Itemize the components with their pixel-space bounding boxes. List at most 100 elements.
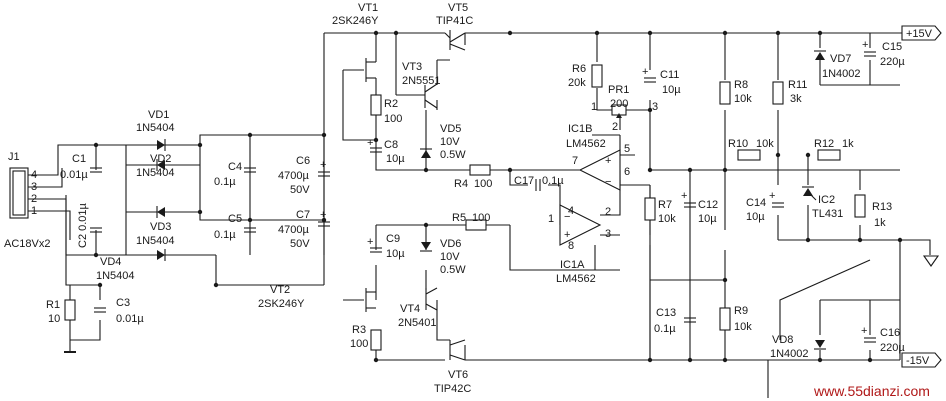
resistor-r3: R3 100 [350, 324, 382, 351]
c14-ref: C14 [746, 197, 766, 209]
c4-ref: C4 [228, 161, 242, 173]
r9-value: 10k [734, 321, 752, 333]
capacitor-c3: C3 0.01µ [94, 297, 144, 325]
ground-symbol-right [922, 255, 940, 267]
pr1-ref: PR1 [608, 84, 629, 96]
vt4-ref: VT4 [400, 303, 420, 315]
ic1a-value: LM4562 [556, 273, 596, 285]
ic1a-plus: + [564, 229, 570, 241]
capacitor-c17: C17 0.1µ [514, 175, 564, 191]
ic1a-ref: IC1A [560, 259, 585, 271]
ic1a-pin-8: 8 [568, 240, 574, 252]
vd6-power: 0.5W [440, 264, 466, 276]
capacitor-c14: + C14 10µ [746, 190, 784, 223]
r10-ref: R10 [728, 138, 748, 150]
resistor-r9: R9 10k [719, 305, 752, 333]
opamp-ic1a: − + 4 8 1 2 3 IC1A LM4562 [548, 204, 611, 285]
resistor-r4: R4 100 [454, 164, 492, 190]
j1-ref: J1 [8, 151, 20, 163]
vt5-value: TIP41C [436, 15, 473, 27]
r7-ref: R7 [658, 199, 672, 211]
capacitor-c12: + C12 10µ [681, 190, 718, 225]
ic1b-pin-6: 6 [624, 166, 630, 178]
resistor-r8: R8 10k [719, 79, 752, 105]
r6-value: 20k [568, 77, 586, 89]
vd7-value: 1N4002 [822, 68, 861, 80]
ic1a-pin-4: 4 [568, 205, 574, 217]
resistor-r10: R10 10k [728, 138, 774, 161]
r6-ref: R6 [572, 63, 586, 75]
r7-value: 10k [658, 213, 676, 225]
capacitor-c15: + C15 220µ [862, 39, 905, 68]
r12-ref: R12 [814, 138, 834, 150]
input-voltage-label: AC18Vx2 [4, 238, 50, 250]
j1-pin-3: 3 [31, 181, 37, 193]
c13-value: 0.1µ [654, 323, 676, 335]
vd2-value: 1N5404 [136, 167, 175, 179]
vd8-value: 1N4002 [770, 348, 809, 360]
c9-value: 10µ [386, 248, 405, 260]
diode-vd8: VD8 1N4002 [770, 334, 826, 360]
resistor-r7: R7 10k [644, 197, 676, 225]
c7-ref: C7 [296, 209, 310, 221]
r2-value: 100 [384, 113, 402, 125]
bjt-vt4: VT4 2N5401 [398, 287, 438, 329]
vt1-value: 2SK246Y [332, 15, 379, 27]
vd3-value: 1N5404 [136, 235, 175, 247]
vd2-ref: VD2 [150, 153, 171, 165]
c11-value: 10µ [662, 84, 681, 96]
rail-positive-label: +15V [906, 28, 933, 40]
c12-ref: C12 [698, 199, 718, 211]
c9-plus: + [367, 236, 373, 248]
vd4-value: 1N5404 [96, 270, 135, 282]
j1-pin-1: 1 [31, 205, 37, 217]
resistor-r2: R2 100 [370, 94, 402, 125]
c16-ref: C16 [880, 327, 900, 339]
vd5-power: 0.5W [440, 149, 466, 161]
jfet-vt1: VT1 2SK246Y [332, 2, 379, 90]
potentiometer-pr1: PR1 200 1 2 3 [591, 84, 658, 133]
ic1a-pin-2: 2 [605, 206, 611, 218]
resistor-r1: R1 10 [46, 299, 76, 325]
r3-ref: R3 [352, 324, 366, 336]
c15-plus: + [862, 39, 868, 51]
connector-j1: J1 4 3 2 1 AC18Vx2 [4, 151, 50, 250]
ic1a-minus: − [564, 211, 570, 223]
vt3-ref: VT3 [402, 61, 422, 73]
vd3-ref: VD3 [150, 221, 171, 233]
ic1a-pin-1: 1 [548, 213, 554, 225]
capacitor-c11: + C11 10µ [642, 66, 681, 96]
bjt-vt3: VT3 2N5551 [402, 61, 441, 109]
r2-ref: R2 [384, 98, 398, 110]
c17-value: 0.1µ [542, 175, 564, 187]
ic2-value: TL431 [812, 208, 843, 220]
r8-ref: R8 [734, 79, 748, 91]
vd5-value: 10V [440, 136, 460, 148]
bridge-rectifier: VD1 1N5404 VD2 1N5404 VD3 1N5404 VD4 1N5… [96, 109, 175, 282]
capacitor-c6: + C6 4700µ 50V [278, 155, 330, 196]
pr1-pin-2: 2 [612, 121, 618, 133]
vd8-ref: VD8 [772, 334, 793, 346]
c7-value: 4700µ [278, 224, 309, 236]
r11-value: 3k [790, 93, 802, 105]
diode-vd1: VD1 1N5404 [136, 109, 175, 151]
vt3-value: 2N5551 [402, 75, 441, 87]
r11-ref: R11 [788, 79, 807, 91]
zener-vd5: VD5 10V 0.5W [420, 123, 466, 161]
capacitor-c9: + C9 10µ [367, 233, 405, 260]
vt1-ref: VT1 [358, 2, 378, 14]
c12-value: 10µ [698, 213, 717, 225]
capacitor-c7: + C7 4700µ 50V [278, 209, 330, 250]
diode-vd4: VD4 1N5404 [96, 249, 166, 282]
r4-value: 100 [474, 178, 492, 190]
vt5-ref: VT5 [448, 2, 468, 14]
capacitor-c4: C4 0.1µ [214, 161, 256, 188]
c11-ref: C11 [660, 69, 679, 81]
r8-value: 10k [734, 93, 752, 105]
c11-plus: + [642, 66, 648, 78]
watermark-text: www.55dianzi.com [813, 383, 930, 399]
r1-ref: R1 [46, 299, 60, 311]
vt2-ref: VT2 [270, 284, 290, 296]
shunt-regulator-ic2: IC2 TL431 [802, 186, 843, 220]
pr1-pin-3: 3 [652, 101, 658, 113]
